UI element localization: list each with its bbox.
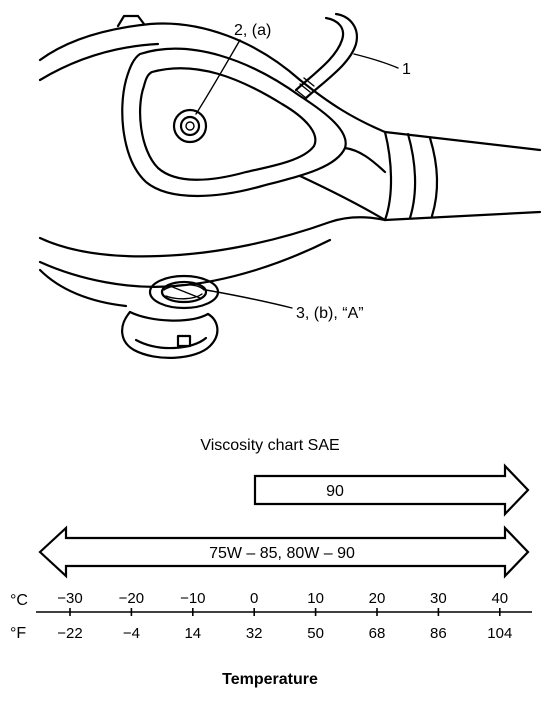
grade-multi-label: 75W – 85, 80W – 90 <box>209 545 355 562</box>
fahrenheit-tick-label: −4 <box>123 625 140 642</box>
grade-multi-arrow <box>38 525 530 579</box>
fahrenheit-tick-label: 32 <box>246 625 263 642</box>
viscosity-chart-title: Viscosity chart SAE <box>200 437 339 454</box>
grade-90-arrow <box>253 463 530 517</box>
fahrenheit-tick-label: 50 <box>307 625 324 642</box>
celsius-tick-label: 20 <box>369 590 386 607</box>
fill-plug-drawing <box>172 108 208 144</box>
fahrenheit-tick-label: 14 <box>184 625 201 642</box>
pinion-flange-drawing <box>121 310 219 359</box>
temperature-ticks: −30 −22 −20 −4 −10 14 0 32 10 50 20 68 30 86 40 104 <box>57 590 512 642</box>
breather-hose-drawing <box>294 12 358 100</box>
callout-label-2: 2, (a) <box>234 22 271 39</box>
leader-line-2 <box>195 39 241 115</box>
celsius-unit-label: °C <box>10 592 28 609</box>
drain-plug-drawing <box>148 274 220 310</box>
fahrenheit-tick-label: −22 <box>57 625 82 642</box>
celsius-tick-label: −10 <box>180 590 205 607</box>
celsius-tick-label: 10 <box>307 590 324 607</box>
fahrenheit-unit-label: °F <box>10 625 26 642</box>
leader-line-1 <box>353 53 399 69</box>
callout-label-3: 3, (b), “A” <box>296 305 364 322</box>
temperature-axis-label: Temperature <box>222 671 318 688</box>
celsius-tick-label: 40 <box>491 590 508 607</box>
celsius-tick-label: 30 <box>430 590 447 607</box>
fahrenheit-tick-label: 68 <box>369 625 386 642</box>
differential-housing-drawing <box>38 12 542 359</box>
celsius-tick-label: −20 <box>119 590 144 607</box>
celsius-tick-label: −30 <box>57 590 82 607</box>
fahrenheit-tick-label: 104 <box>487 625 512 642</box>
leader-line-3 <box>205 289 293 309</box>
fahrenheit-tick-label: 86 <box>430 625 447 642</box>
callout-label-1: 1 <box>402 61 411 78</box>
grade-90-label: 90 <box>326 483 344 500</box>
celsius-tick-label: 0 <box>250 590 258 607</box>
